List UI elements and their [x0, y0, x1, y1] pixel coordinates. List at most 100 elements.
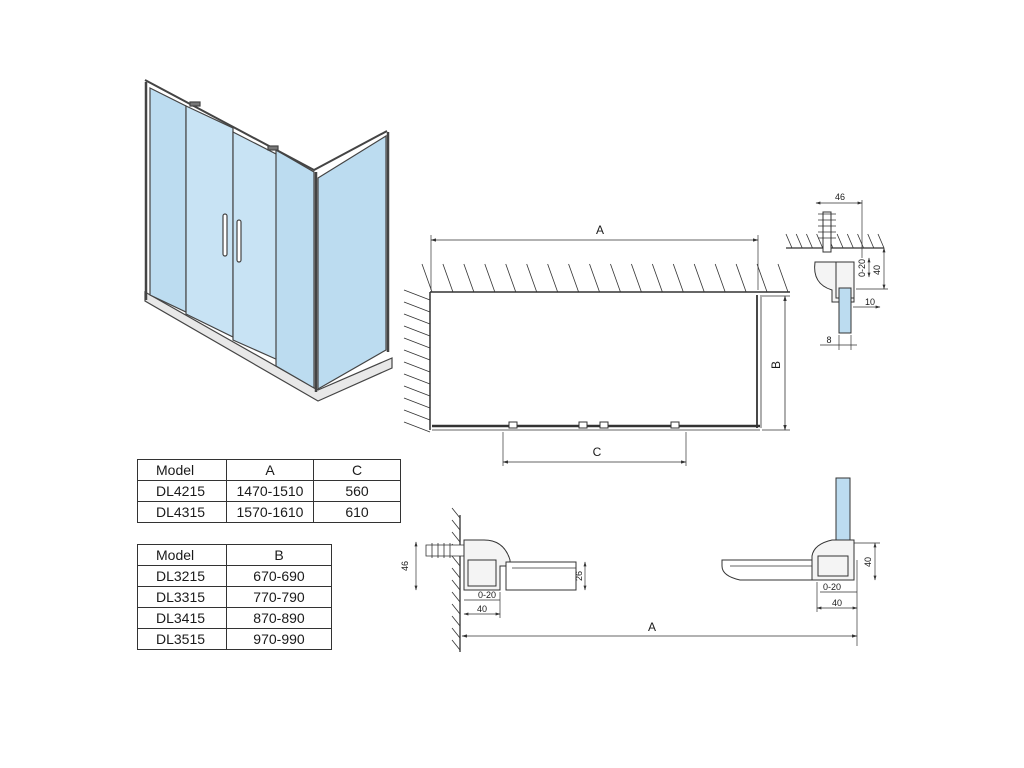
hatch-line — [484, 263, 496, 293]
hatch-line — [451, 615, 461, 627]
table-cell: DL3215 — [137, 565, 227, 587]
hatch-line — [451, 531, 461, 543]
table-row: DL4215 1470-1510 560 — [137, 480, 401, 502]
roller-icon — [508, 421, 518, 429]
front-fixed-panel-right — [275, 148, 315, 390]
hatch-line — [589, 263, 600, 293]
hatch-line — [403, 361, 431, 373]
hatch-line — [403, 289, 431, 301]
dim-label-40-corner-h: 40 — [832, 598, 842, 608]
dim-label-0-20-corner: 0-20 — [823, 582, 841, 592]
model-table-a-c: Model A C DL4215 1470-1510 560 DL4315 15… — [137, 459, 401, 523]
hatch-line — [795, 233, 803, 249]
hatch-line — [756, 263, 768, 293]
detail-corner — [721, 477, 880, 612]
table-cell: 670-690 — [226, 565, 332, 587]
table-row: DL3215 670-690 — [137, 565, 332, 587]
hatch-line — [403, 421, 431, 433]
table-header: C — [313, 459, 401, 481]
dim-label-b: B — [769, 361, 783, 369]
hatch-line — [403, 385, 431, 397]
hatch-line — [403, 349, 431, 361]
model-table-b: Model B DL3215 670-690 DL3315 770-790 DL… — [137, 544, 332, 650]
dim-label-40-left: 40 — [477, 604, 487, 614]
hatch-line — [714, 263, 726, 293]
hatch-line — [403, 397, 431, 409]
hatch-line — [547, 263, 559, 293]
rail-section — [505, 561, 577, 591]
table-cell: 560 — [313, 480, 401, 502]
table-header: B — [226, 544, 332, 566]
table-header: A — [226, 459, 314, 481]
enclosure-3d-view — [144, 79, 393, 402]
dowel-icon — [818, 213, 836, 239]
hatch-line — [816, 233, 824, 249]
profile-inner — [467, 559, 497, 587]
dim-label-46-top: 46 — [835, 192, 845, 202]
table-row: DL3315 770-790 — [137, 586, 332, 608]
hatch-line — [806, 233, 813, 249]
hatch-line — [442, 263, 454, 293]
hatch-line — [451, 603, 461, 615]
table-cell: 870-890 — [226, 607, 332, 629]
sliding-door-section — [721, 559, 813, 581]
corner-profile-section — [811, 539, 855, 581]
table-cell: DL3315 — [137, 586, 227, 608]
dim-label-c: C — [593, 445, 602, 459]
hatch-line — [451, 591, 461, 603]
hatch-line — [610, 263, 621, 293]
hatch-line — [451, 519, 461, 531]
table-cell: 1470-1510 — [226, 480, 314, 502]
dim-label-a-bottom: A — [648, 620, 656, 634]
hatch-line — [672, 263, 684, 293]
hatch-line — [451, 627, 461, 639]
detail-top-profile — [785, 200, 888, 350]
dowel-icon — [425, 543, 467, 558]
roller-icon — [189, 101, 201, 107]
roller-icon — [670, 421, 680, 429]
table-header: Model — [137, 544, 227, 566]
hatch-line — [568, 263, 579, 293]
glass-section — [838, 287, 852, 334]
handle-left-icon — [222, 213, 228, 257]
hatch-line — [463, 263, 475, 293]
wall-profile-section — [463, 539, 511, 591]
dim-label-0-20-top: 0-20 — [857, 259, 867, 277]
handle-right-icon — [236, 219, 242, 263]
roller-icon — [267, 145, 279, 151]
hatch-line — [785, 233, 793, 249]
hatch-line — [403, 373, 431, 385]
table-row: DL3415 870-890 — [137, 607, 332, 629]
top-rail — [144, 79, 388, 172]
hatch-line — [857, 233, 864, 249]
table-header-row: Model B — [137, 544, 332, 566]
dim-label-26: 26 — [574, 571, 584, 581]
table-cell: 770-790 — [226, 586, 332, 608]
table-row: DL3515 970-990 — [137, 628, 332, 650]
hatch-line — [451, 579, 461, 591]
detail-wall-profile — [414, 507, 587, 652]
profile-inner — [817, 555, 849, 577]
dim-label-8: 8 — [826, 335, 831, 345]
hatch-line — [505, 263, 517, 293]
hatch-line — [693, 263, 705, 293]
hatch-line — [403, 409, 431, 421]
hatch-line — [403, 313, 431, 325]
hatch-line — [451, 555, 461, 567]
table-cell: DL4315 — [137, 501, 227, 523]
hatch-line — [836, 233, 844, 249]
hatch-line — [403, 325, 431, 337]
dim-label-40-top: 40 — [872, 265, 882, 275]
roller-icon — [599, 421, 609, 429]
hatch-line — [403, 301, 431, 313]
table-header-row: Model A C — [137, 459, 401, 481]
side-panel — [317, 134, 387, 391]
dim-label-0-20-left: 0-20 — [478, 590, 496, 600]
table-cell: 970-990 — [226, 628, 332, 650]
hatch-line — [846, 233, 854, 249]
shower-tray — [144, 290, 393, 402]
table-header: Model — [137, 459, 227, 481]
hatch-line — [526, 263, 538, 293]
hatch-line — [451, 639, 461, 651]
